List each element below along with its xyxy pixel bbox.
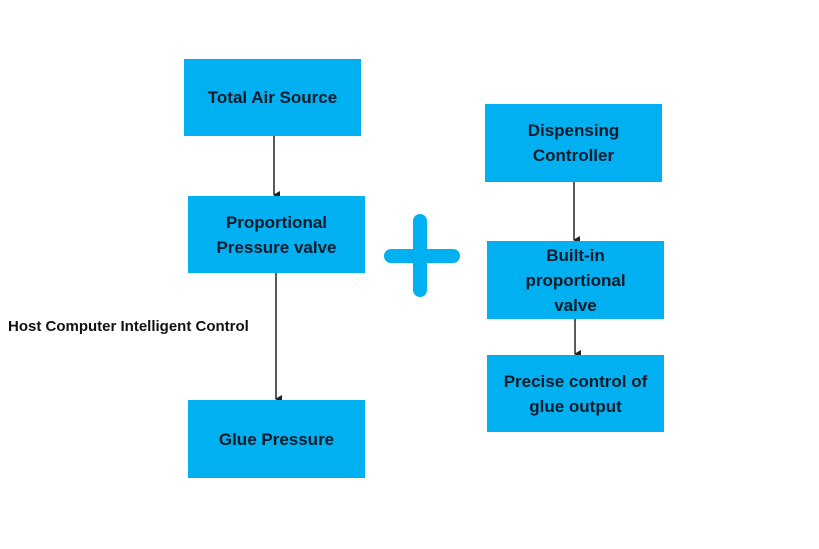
node-glue-pressure: Glue Pressure (188, 400, 365, 478)
node-label: Precise control of glue output (503, 371, 648, 416)
plus-icon (384, 214, 460, 297)
node-total-air-source: Total Air Source (184, 59, 361, 136)
node-built-in-proportional-valve: Built-in proportional valve (487, 241, 664, 319)
edge-label-host-computer-control: Host Computer Intelligent Control (8, 318, 249, 335)
node-proportional-pressure-valve: Proportional Pressure valve (188, 196, 365, 273)
node-label: Total Air Source (207, 88, 338, 107)
node-dispensing-controller: Dispensing Controller (485, 104, 662, 182)
node-label: Built-in proportional valve (525, 245, 626, 315)
node-precise-control-glue-output: Precise control of glue output (487, 355, 664, 432)
node-label: Dispensing Controller (527, 121, 620, 165)
node-label: Glue Pressure (218, 429, 335, 449)
node-label: Proportional Pressure valve (216, 212, 337, 257)
